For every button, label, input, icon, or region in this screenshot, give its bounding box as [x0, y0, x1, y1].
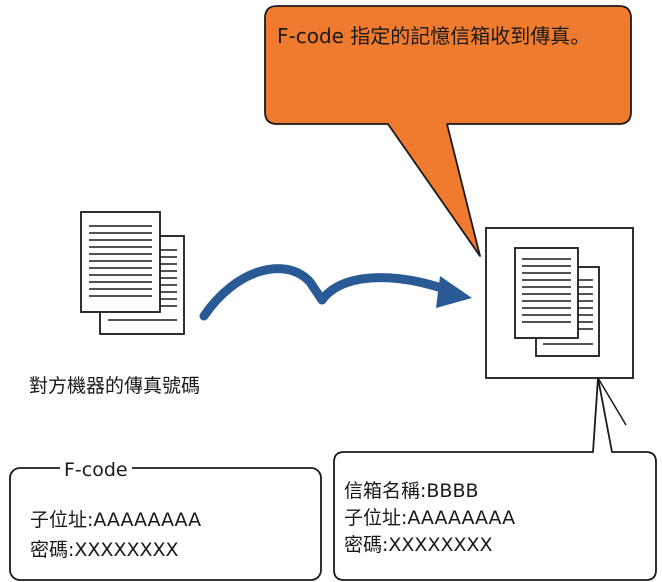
fcode-password: 密碼:XXXXXXXX	[30, 539, 179, 561]
mailbox-callout	[333, 377, 657, 581]
fcode-sub-address: 子位址:AAAAAAAA	[30, 509, 202, 531]
mailbox-sub-address: 子位址:AAAAAAAA	[344, 507, 516, 529]
curved-arrow-icon	[199, 264, 472, 321]
fcode-box	[9, 467, 322, 581]
receiver-document-icon	[514, 247, 600, 357]
mailbox-password: 密碼:XXXXXXXX	[344, 534, 493, 556]
fcode-legend: F-code	[60, 458, 132, 483]
sender-document-icon	[80, 211, 185, 335]
sender-fax-number-label: 對方機器的傳真號碼	[29, 375, 201, 397]
mailbox-name: 信箱名稱:BBBB	[344, 480, 479, 502]
callout-bubble	[264, 5, 632, 257]
callout-text: F-code 指定的記憶信箱收到傳真。	[277, 24, 591, 48]
callout-pointer-line	[597, 377, 627, 426]
